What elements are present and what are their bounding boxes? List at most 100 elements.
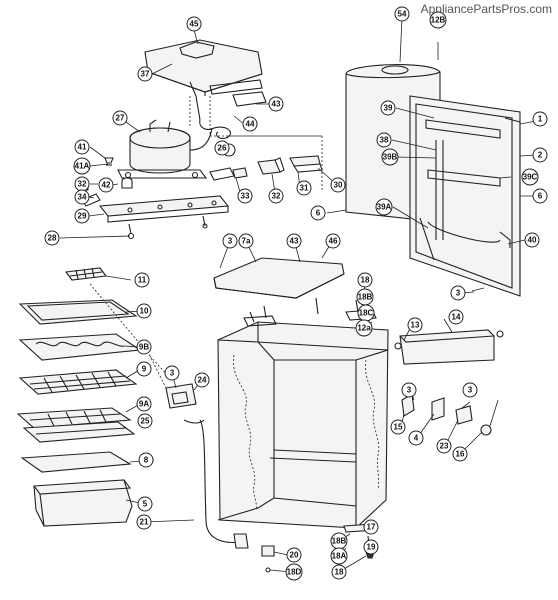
callout-circle	[285, 563, 303, 581]
callout-circle	[136, 303, 152, 319]
part-callout: 14	[448, 309, 464, 325]
callout-label: 6	[316, 209, 321, 218]
callout-label: 21	[140, 518, 149, 527]
callout-label: 3	[407, 386, 412, 395]
callout-label: 40	[528, 236, 537, 245]
rear-dotted-outline	[189, 96, 323, 190]
part-callout: 39	[380, 100, 396, 116]
callout-label: 18A	[332, 552, 347, 561]
callout-circle	[134, 272, 150, 288]
crisper-cover	[20, 451, 132, 473]
callout-label: 3	[228, 237, 233, 246]
callout-label: 44	[246, 120, 255, 129]
callout-circle	[242, 116, 258, 132]
part-callout: 18	[357, 272, 373, 288]
callout-circle	[136, 396, 152, 412]
part-callout: 43	[286, 233, 302, 249]
callout-label: 13	[411, 321, 420, 330]
part-callout: 43	[268, 96, 284, 112]
callout-circle	[237, 188, 253, 204]
part-callout: 54	[394, 6, 410, 22]
callout-label: 30	[334, 181, 343, 190]
part-callout: 9	[136, 361, 152, 377]
callout-label: 9B	[139, 343, 149, 352]
callout-label: 10	[140, 307, 149, 316]
compressor-base-rail	[98, 195, 230, 240]
part-callout: 15	[390, 419, 406, 435]
part-callout: 37	[137, 66, 153, 82]
part-callout: 8	[138, 452, 154, 468]
callout-circle	[357, 272, 373, 288]
callout-label: 32	[272, 192, 281, 201]
callout-label: 32	[78, 180, 87, 189]
callout-label: 12B	[431, 16, 446, 25]
wire-shelf-upper	[18, 369, 138, 395]
callout-label: 9A	[139, 400, 149, 409]
callout-label: 26	[218, 144, 227, 153]
ice-tray	[64, 267, 108, 281]
callout-circle	[429, 11, 447, 29]
part-callout: 26	[214, 140, 230, 156]
callout-circle	[73, 157, 91, 175]
part-callout: 39B	[381, 148, 399, 166]
callout-circle	[376, 132, 392, 148]
part-callout: 39C	[521, 168, 539, 186]
part-callout: 3	[401, 382, 417, 398]
part-callout: 32	[268, 188, 284, 204]
part-callout: 5	[137, 496, 153, 512]
top-panel	[213, 257, 345, 299]
callout-circle	[355, 319, 373, 337]
callout-label: 18C	[359, 309, 374, 318]
part-callout: 11	[134, 272, 150, 288]
part-callout: 3	[450, 285, 466, 301]
callout-label: 17	[367, 523, 376, 532]
callout-circle	[310, 205, 326, 221]
callout-circle	[532, 111, 548, 127]
callout-circle	[524, 232, 540, 248]
part-callout: 17	[363, 519, 379, 535]
callout-label: 29	[78, 212, 87, 221]
part-callout: 3	[462, 382, 478, 398]
callout-label: 43	[272, 100, 281, 109]
callout-circle	[238, 233, 254, 249]
callout-label: 41A	[75, 162, 90, 171]
callout-circle	[286, 547, 302, 563]
leveling-foot-parts	[261, 523, 377, 573]
callout-circle	[214, 140, 230, 156]
callout-circle	[286, 233, 302, 249]
compressor-assembly	[117, 119, 213, 179]
part-callout: 44	[242, 116, 258, 132]
callout-circle	[136, 514, 152, 530]
callout-label: 20	[290, 551, 299, 560]
callout-label: 33	[241, 192, 250, 201]
callout-label: 14	[452, 313, 461, 322]
part-callout: 18D	[285, 563, 303, 581]
part-callout: 7a	[238, 233, 254, 249]
part-callout: 18A	[330, 547, 348, 565]
callout-circle	[325, 233, 341, 249]
part-callout: 41	[74, 139, 90, 155]
part-callout: 32	[74, 176, 90, 192]
callout-circle	[330, 547, 348, 565]
callout-label: 8	[144, 456, 149, 465]
callout-label: 27	[116, 114, 125, 123]
part-callout: 25	[137, 413, 153, 429]
hinge-parts	[401, 393, 492, 436]
part-callout: 6	[532, 188, 548, 204]
callout-circle	[194, 372, 210, 388]
part-callout: 24	[194, 372, 210, 388]
callout-circle	[164, 365, 180, 381]
callout-circle	[450, 285, 466, 301]
part-callout: 33	[237, 188, 253, 204]
part-callout: 29	[74, 208, 90, 224]
callout-circle	[532, 188, 548, 204]
part-callout: 31	[296, 180, 312, 196]
part-callout: 18	[331, 564, 347, 580]
callout-label: 18D	[287, 568, 302, 577]
part-callout: 4	[408, 430, 424, 446]
callout-label: 25	[141, 417, 150, 426]
callout-circle	[296, 180, 312, 196]
cabinet-body	[217, 297, 389, 529]
part-callout: 41A	[73, 157, 91, 175]
part-callout: 6	[310, 205, 326, 221]
